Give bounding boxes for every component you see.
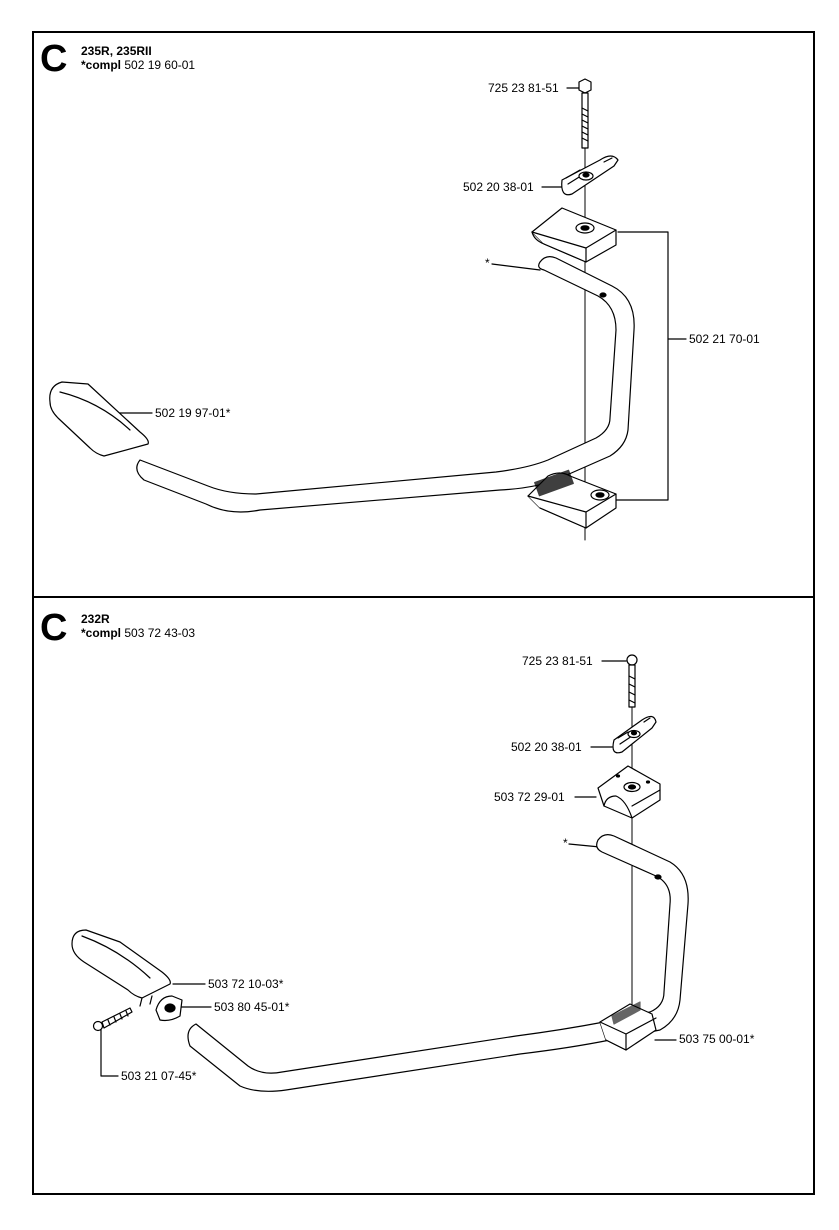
part-label-handle-tube: * (563, 836, 568, 850)
leader-line (491, 263, 541, 271)
compl-prefix: *compl (81, 58, 122, 72)
part-label-clamp-set: 502 21 70-01 (689, 332, 760, 346)
grip-drawing (49, 381, 149, 457)
upper-clamp-drawing (597, 765, 661, 819)
part-label-handle-tube: * (485, 256, 490, 270)
knob-drawing (612, 715, 657, 754)
part-label-grip: 502 19 97-01* (155, 406, 231, 420)
compl-number: 502 19 60-01 (124, 58, 196, 72)
part-label-grip: 503 72 10-03* (208, 977, 284, 991)
grip-holder-drawing (155, 995, 183, 1022)
part-label-knob: 502 20 38-01 (511, 740, 582, 754)
handle-tube-drawing (187, 834, 689, 1092)
section-letter: C (40, 607, 68, 649)
section-models: 235R, 235RII (81, 44, 152, 58)
section-compl: *compl 502 19 60-01 (81, 58, 195, 72)
section-divider (32, 596, 815, 598)
part-label-screw: 503 21 07-45* (121, 1069, 197, 1083)
knob-drawing (561, 155, 619, 196)
leader-line (100, 1029, 119, 1077)
bolt-drawing (578, 78, 592, 149)
section-models: 232R (81, 612, 110, 626)
screw-drawing (92, 1007, 133, 1032)
section-letter: C (40, 38, 68, 80)
part-label-bolt: 725 23 81-51 (488, 81, 559, 95)
part-label-bolt: 725 23 81-51 (522, 654, 593, 668)
section-compl: *compl 503 72 43-03 (81, 626, 195, 640)
part-label-upper-clamp: 503 72 29-01 (494, 790, 565, 804)
diagram-frame (32, 31, 815, 1195)
grip-drawing (71, 929, 171, 1007)
lower-clamp-drawing (599, 1001, 657, 1051)
lower-clamp-drawing (527, 469, 617, 529)
compl-number: 503 72 43-03 (124, 626, 196, 640)
leader-bracket (614, 231, 669, 501)
leader-line (568, 843, 601, 848)
bolt-drawing (626, 654, 638, 708)
upper-clamp-drawing (531, 207, 617, 263)
part-label-grip-holder: 503 80 45-01* (214, 1000, 290, 1014)
compl-prefix: *compl (81, 626, 122, 640)
handle-tube-drawing (136, 256, 635, 513)
part-label-knob: 502 20 38-01 (463, 180, 534, 194)
part-label-lower-clamp: 503 75 00-01* (679, 1032, 755, 1046)
